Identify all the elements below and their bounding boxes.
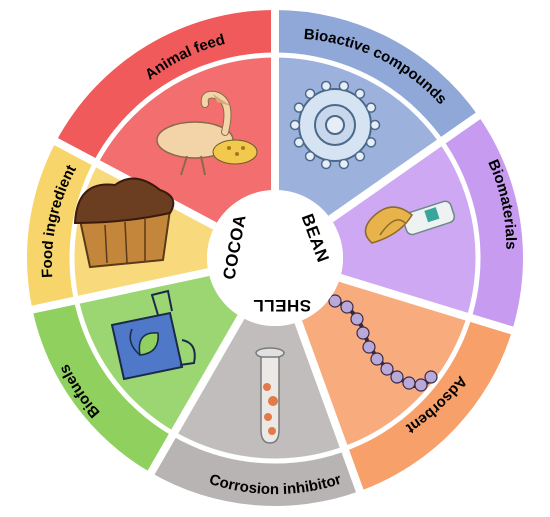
segment-outer-biofuels bbox=[32, 300, 173, 473]
bioplastic-bottle-icon bbox=[364, 200, 456, 244]
cell-bead bbox=[304, 151, 316, 162]
chain-bead bbox=[362, 340, 376, 354]
cell-bead bbox=[293, 102, 305, 113]
segment-inner-corrosion-inhibitor bbox=[174, 316, 344, 459]
chain-bead bbox=[402, 376, 416, 390]
center-hub bbox=[207, 190, 343, 326]
cell-bead bbox=[365, 137, 377, 148]
segment-outer-bioactive-compounds bbox=[275, 10, 479, 141]
chain-bead bbox=[370, 352, 384, 366]
cell-bead bbox=[320, 158, 332, 170]
segment-outer-food-ingredient bbox=[26, 141, 94, 310]
segment-divider bbox=[328, 111, 483, 223]
chain-bead bbox=[390, 370, 404, 384]
cell-bead bbox=[304, 88, 316, 99]
chain-bead bbox=[340, 300, 354, 314]
cell-bead bbox=[369, 119, 381, 131]
chain-bead bbox=[328, 294, 342, 308]
cupcake-icon bbox=[73, 177, 175, 269]
segment-divider bbox=[29, 268, 210, 314]
center-word-shell: SHELL bbox=[253, 296, 311, 315]
segment-outer-adsorbent bbox=[345, 317, 513, 492]
chain-bead bbox=[424, 370, 438, 384]
segment-outer-animal-feed bbox=[56, 10, 276, 162]
test-tube-icon bbox=[255, 347, 285, 444]
chain-bead bbox=[380, 362, 394, 376]
cell-bead bbox=[320, 80, 332, 92]
cell-molecule-icon bbox=[289, 80, 381, 170]
fuel-can-leaf-icon bbox=[110, 289, 196, 381]
segment-inner-biomaterials bbox=[330, 142, 476, 317]
cell-bead bbox=[354, 88, 366, 99]
cell-bead bbox=[338, 80, 350, 92]
cell-bead bbox=[338, 158, 350, 170]
segment-outer-corrosion-inhibitor bbox=[151, 435, 360, 506]
bead-chain-icon bbox=[328, 294, 438, 392]
segment-divider bbox=[338, 274, 516, 335]
chain-bead bbox=[356, 326, 370, 340]
cell-bead bbox=[289, 119, 301, 131]
cell-bead bbox=[354, 151, 366, 162]
bird-eating-grain-icon bbox=[156, 90, 258, 176]
segment-outer-biomaterials bbox=[442, 115, 523, 331]
chain-bead bbox=[350, 312, 364, 326]
segment-divider bbox=[294, 320, 365, 495]
segment-divider bbox=[146, 314, 245, 477]
cell-bead bbox=[365, 102, 377, 113]
cell-bead bbox=[293, 137, 305, 148]
chain-bead bbox=[414, 378, 428, 392]
